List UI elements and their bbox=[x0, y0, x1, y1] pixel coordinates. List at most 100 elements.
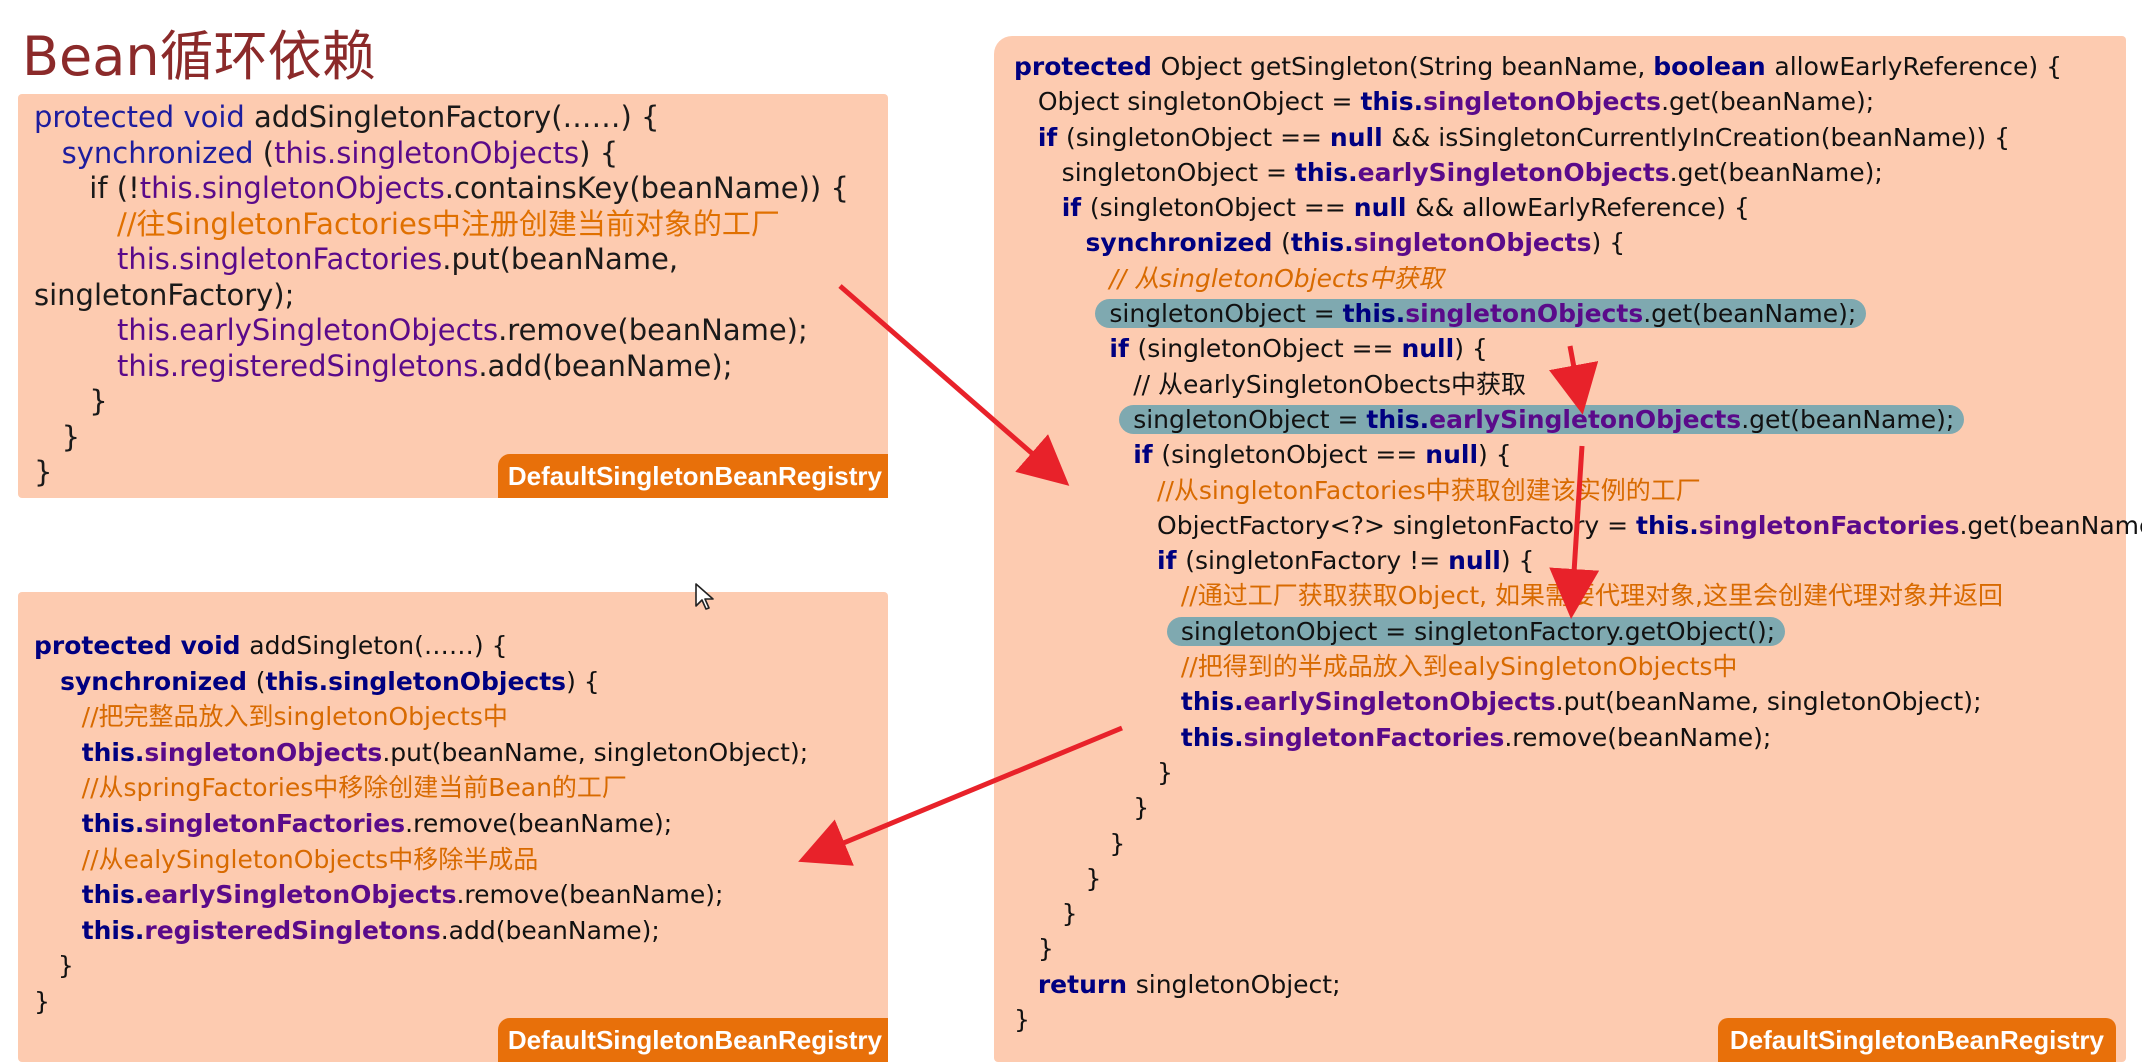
code-token: this. bbox=[1366, 404, 1430, 434]
code-token bbox=[1014, 687, 1181, 716]
code-comment: //从springFactories中移除创建当前Bean的工厂 bbox=[34, 773, 627, 803]
code-token bbox=[34, 880, 82, 909]
code-token: singletonObjects bbox=[1353, 228, 1592, 258]
code-token: Object getSingleton(String beanName, bbox=[1160, 52, 1654, 81]
code-line: //通过工厂获取获取Object, 如果需要代理对象,这里会创建代理对象并返回 bbox=[1014, 578, 2142, 613]
code-line: if (singletonFactory != null) { bbox=[1014, 543, 2142, 578]
code-line: this.singletonFactories.remove(beanName)… bbox=[34, 806, 808, 842]
code-token bbox=[1014, 546, 1157, 575]
code-token: singletonFactories bbox=[1698, 510, 1960, 540]
code-line: ObjectFactory<?> singletonFactory = this… bbox=[1014, 508, 2142, 543]
code-token: .add(beanName); bbox=[478, 348, 733, 383]
code-token: .put(beanName, singletonObject); bbox=[1555, 687, 1982, 717]
code-line: singletonObject = this.earlySingletonObj… bbox=[1014, 155, 2142, 190]
code-token: allowEarlyReference) { bbox=[1774, 52, 2062, 81]
code-token: (singletonFactory != bbox=[1185, 546, 1449, 576]
code-token: ( bbox=[255, 666, 266, 696]
code-token: this. bbox=[81, 737, 145, 767]
code-token: (singletonObject == bbox=[1089, 193, 1354, 223]
code-token bbox=[1014, 617, 1181, 646]
code-token: (singletonObject == bbox=[1161, 440, 1426, 470]
code-token bbox=[34, 916, 82, 945]
code-token: .get(beanName); bbox=[1669, 157, 1883, 187]
code-line: synchronized (this.singletonObjects) { bbox=[34, 664, 808, 700]
code-token: null bbox=[1401, 334, 1455, 364]
code-line: Object singletonObject = this.singletonO… bbox=[1014, 84, 2142, 119]
code-line: } bbox=[34, 455, 849, 491]
code-token: if bbox=[1061, 193, 1090, 223]
code-line: this.singletonObjects.put(beanName, sing… bbox=[34, 735, 808, 771]
code-token: .remove(beanName); bbox=[456, 880, 724, 910]
code-line: //从springFactories中移除创建当前Bean的工厂 bbox=[34, 770, 808, 806]
code-line: protected void addSingleton(……) { bbox=[34, 628, 808, 664]
get-singleton-panel: protected Object getSingleton(String bea… bbox=[994, 36, 2142, 1062]
code-token: this. bbox=[1294, 157, 1358, 187]
code-token: this. bbox=[1342, 299, 1406, 329]
code-token: singletonObjects bbox=[144, 737, 383, 767]
code-line: return singletonObject; bbox=[1014, 967, 2142, 1002]
code-token: if bbox=[1157, 546, 1186, 576]
code-token: this.singletonObjects bbox=[139, 171, 445, 205]
code-token: this. bbox=[81, 808, 145, 838]
code-comment: //通过工厂获取获取Object, 如果需要代理对象,这里会创建代理对象并返回 bbox=[1014, 581, 2003, 611]
add-singleton-code: protected void addSingleton(……) { synchr… bbox=[34, 628, 808, 1020]
code-token: synchronized bbox=[1085, 228, 1282, 258]
code-token: Object singletonObject = bbox=[1014, 87, 1361, 117]
code-token: if bbox=[1109, 334, 1138, 364]
code-line: } bbox=[34, 948, 808, 984]
code-token: } bbox=[34, 419, 81, 454]
code-token: singletonFactories bbox=[1243, 722, 1505, 752]
code-token: } bbox=[1014, 863, 1102, 893]
code-line: this.singletonFactories.remove(beanName)… bbox=[1014, 720, 2142, 755]
code-line: if (singletonObject == null && allowEarl… bbox=[1014, 190, 2142, 225]
code-token bbox=[1014, 405, 1133, 434]
code-line: } bbox=[34, 984, 808, 1020]
code-line: singletonObject = this.earlySingletonObj… bbox=[1014, 402, 2142, 437]
code-token: if bbox=[1133, 440, 1162, 470]
code-line: synchronized (this.singletonObjects) { bbox=[1014, 225, 2142, 260]
code-token: earlySingletonObjects bbox=[1429, 404, 1742, 434]
code-token: this.singletonObjects bbox=[274, 135, 580, 170]
code-line: } bbox=[1014, 861, 2142, 896]
code-token: ) { bbox=[1454, 334, 1488, 364]
code-token: } bbox=[1014, 828, 1126, 858]
code-token: singletonObject = bbox=[1133, 404, 1367, 434]
class-badge: DefaultSingletonBeanRegistry bbox=[497, 1018, 888, 1062]
code-token: return bbox=[1037, 969, 1136, 999]
code-token bbox=[1014, 723, 1181, 752]
code-token: } bbox=[34, 986, 50, 1016]
code-line: this.registeredSingletons.add(beanName); bbox=[34, 913, 808, 949]
code-token: singletonObject = bbox=[1014, 157, 1295, 187]
code-token: this.singletonObjects bbox=[265, 666, 567, 696]
code-line: } bbox=[1014, 931, 2142, 966]
code-token: boolean bbox=[1653, 52, 1775, 81]
code-comment: //从ealySingletonObjects中移除半成品 bbox=[34, 844, 539, 874]
code-token: this. bbox=[1180, 687, 1244, 717]
code-token: .containsKey(beanName)) { bbox=[444, 171, 849, 205]
code-token: null bbox=[1425, 440, 1479, 470]
code-line: if (singletonObject == null) { bbox=[1014, 331, 2142, 366]
code-token: null bbox=[1353, 193, 1416, 223]
highlighted-statement: singletonObject = this.earlySingletonObj… bbox=[1119, 404, 1965, 434]
code-token: .get(beanName); bbox=[1959, 510, 2142, 540]
code-line: } bbox=[34, 420, 849, 456]
code-token: .put(beanName, singletonObject); bbox=[382, 737, 809, 767]
code-token: this. bbox=[1290, 228, 1354, 258]
code-token: singletonObjects bbox=[1423, 87, 1662, 117]
code-line: } bbox=[1014, 896, 2142, 931]
code-token: singletonObjects bbox=[1405, 299, 1644, 329]
code-line: //从ealySingletonObjects中移除半成品 bbox=[34, 842, 808, 878]
code-token: && allowEarlyReference) { bbox=[1415, 193, 1750, 223]
add-singleton-panel: protected void addSingleton(……) { synchr… bbox=[18, 592, 888, 1062]
code-token: singletonObject = bbox=[1109, 299, 1343, 329]
code-line: // 从singletonObjects中获取 bbox=[1014, 261, 2142, 296]
code-token: singletonFactories bbox=[144, 808, 406, 838]
code-line: this.singletonFactories.put(beanName, bbox=[34, 242, 849, 278]
code-token bbox=[34, 313, 117, 347]
code-line: } bbox=[1014, 755, 2142, 790]
code-token: } bbox=[34, 455, 53, 489]
code-token: synchronized bbox=[34, 666, 256, 696]
code-token: this.singletonFactories bbox=[116, 242, 443, 276]
code-token: protected void bbox=[34, 100, 255, 134]
class-badge: DefaultSingletonBeanRegistry bbox=[1717, 1018, 2116, 1062]
